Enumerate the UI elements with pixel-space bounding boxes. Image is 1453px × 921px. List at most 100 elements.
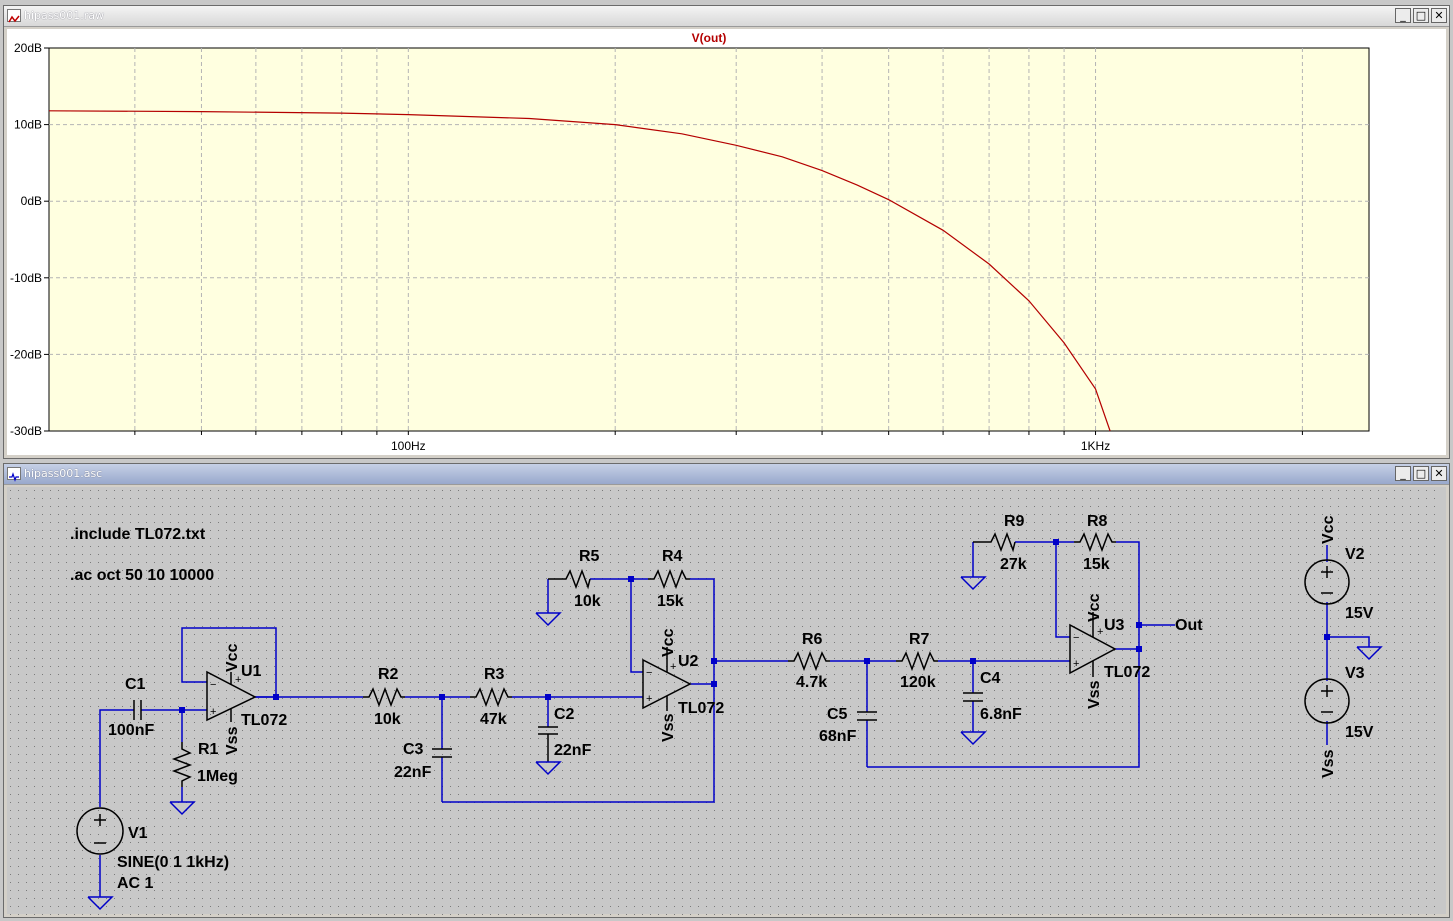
label-r3-name: R3 xyxy=(484,666,505,683)
trace-label[interactable]: V(out) xyxy=(692,31,727,45)
label-r7-value: 120k xyxy=(900,674,936,691)
ground-symbols xyxy=(87,576,1383,911)
label-u1-model: TL072 xyxy=(241,712,287,729)
label-v3-name: V3 xyxy=(1345,665,1365,682)
close-icon[interactable]: ✕ xyxy=(1431,466,1447,481)
resistor-r8[interactable] xyxy=(1074,531,1116,553)
waveform-window-titlebar[interactable]: hipass001.raw _ □ ✕ xyxy=(4,6,1449,27)
x-tick-label: 100Hz xyxy=(391,439,426,453)
label-u3-vcc: Vcc xyxy=(1086,593,1103,622)
ground-icon xyxy=(535,761,562,776)
label-r6-value: 4.7k xyxy=(796,674,827,691)
plot-area[interactable] xyxy=(48,47,1370,432)
resistor-r6[interactable] xyxy=(788,650,830,672)
y-tick-label: 20dB xyxy=(14,41,42,55)
label-c5-value: 68nF xyxy=(819,728,857,745)
opamp-u3[interactable] xyxy=(1069,612,1117,677)
label-u3-name: U3 xyxy=(1104,617,1125,634)
label-c5-name: C5 xyxy=(827,706,848,723)
net-label-out[interactable]: Out xyxy=(1175,617,1203,634)
svg-text:+: + xyxy=(1097,626,1103,638)
minimize-icon[interactable]: _ xyxy=(1395,466,1411,481)
y-tick-label: -10dB xyxy=(10,271,42,285)
opamp-u2[interactable] xyxy=(642,647,692,711)
label-c2-value: 22nF xyxy=(554,742,592,759)
capacitor-c4[interactable] xyxy=(963,692,983,702)
label-u2-vcc: Vcc xyxy=(660,628,677,657)
ground-icon xyxy=(960,576,987,591)
label-v2-name: V2 xyxy=(1345,546,1365,563)
maximize-icon[interactable]: □ xyxy=(1413,8,1429,23)
svg-text:+: + xyxy=(210,706,216,718)
junctions xyxy=(179,539,1330,713)
schematic-window: hipass001.asc _ □ ✕ .include TL072.txt .… xyxy=(3,463,1450,918)
y-tick-label: -30dB xyxy=(10,424,42,438)
label-r8-value: 15k xyxy=(1083,556,1110,573)
resistor-r5[interactable] xyxy=(548,568,591,590)
label-r1-name: R1 xyxy=(198,741,219,758)
label-u3-model: TL072 xyxy=(1104,664,1150,681)
label-r4-name: R4 xyxy=(662,548,683,565)
ground-icon xyxy=(960,731,987,746)
ground-icon xyxy=(535,612,562,627)
svg-text:−: − xyxy=(646,667,652,679)
ground-icon xyxy=(87,896,114,911)
wires xyxy=(99,541,1370,897)
label-r1-value: 1Meg xyxy=(197,768,238,785)
voltage-source-v1[interactable] xyxy=(76,807,124,855)
resistor-r4[interactable] xyxy=(648,568,690,590)
svg-text:−: − xyxy=(210,679,216,691)
capacitor-c5[interactable] xyxy=(857,711,877,721)
schematic-window-titlebar[interactable]: hipass001.asc _ □ ✕ xyxy=(4,464,1449,485)
label-u1-vcc: Vcc xyxy=(224,643,241,672)
svg-text:+: + xyxy=(670,661,676,673)
waveform-icon xyxy=(7,9,21,23)
svg-text:+: + xyxy=(646,693,652,705)
label-r6-name: R6 xyxy=(802,631,823,648)
resistor-r3[interactable] xyxy=(470,686,512,708)
voltage-source-v2[interactable] xyxy=(1304,559,1350,605)
schematic-canvas[interactable]: .include TL072.txt .ac oct 50 10 10000 xyxy=(7,487,1442,916)
spice-directive-ac[interactable]: .ac oct 50 10 10000 xyxy=(70,567,214,584)
label-r3-value: 47k xyxy=(480,711,507,728)
schematic-window-title: hipass001.asc xyxy=(24,467,103,480)
spice-directive-include[interactable]: .include TL072.txt xyxy=(70,526,206,543)
svg-text:+: + xyxy=(1073,658,1079,670)
label-u1-name: U1 xyxy=(241,663,262,680)
ground-icon xyxy=(169,801,196,816)
label-v3-value: 15V xyxy=(1345,724,1374,741)
label-v3-net: Vss xyxy=(1320,749,1337,778)
label-r8-name: R8 xyxy=(1087,513,1108,530)
label-r5-value: 10k xyxy=(574,593,601,610)
resistor-r7[interactable] xyxy=(896,650,938,672)
label-v2-net: Vcc xyxy=(1320,515,1337,544)
capacitor-c2[interactable] xyxy=(538,726,558,762)
schematic-canvas-pane[interactable]: .include TL072.txt .ac oct 50 10 10000 xyxy=(7,487,1446,916)
label-r5-name: R5 xyxy=(579,548,600,565)
capacitor-c3[interactable] xyxy=(432,748,452,758)
label-c2-name: C2 xyxy=(554,706,575,723)
resistor-r9[interactable] xyxy=(973,531,1016,553)
label-c4-value: 6.8nF xyxy=(980,706,1022,723)
label-c3-value: 22nF xyxy=(394,764,432,781)
label-r4-value: 15k xyxy=(657,593,684,610)
label-c1-value: 100nF xyxy=(108,722,154,739)
ground-icon xyxy=(1356,646,1383,661)
label-c4-name: C4 xyxy=(980,670,1001,687)
resistor-r1[interactable] xyxy=(171,742,193,787)
opamp-u1[interactable] xyxy=(206,670,257,722)
capacitor-c1[interactable] xyxy=(133,700,142,720)
maximize-icon[interactable]: □ xyxy=(1413,466,1429,481)
close-icon[interactable]: ✕ xyxy=(1431,8,1447,23)
label-r7-name: R7 xyxy=(909,631,930,648)
svg-text:−: − xyxy=(1073,632,1079,644)
voltage-source-v3[interactable] xyxy=(1304,678,1350,724)
trace-vout xyxy=(48,110,1111,432)
resistor-r2[interactable] xyxy=(363,686,405,708)
minimize-icon[interactable]: _ xyxy=(1395,8,1411,23)
label-u2-vss: Vss xyxy=(660,713,677,742)
